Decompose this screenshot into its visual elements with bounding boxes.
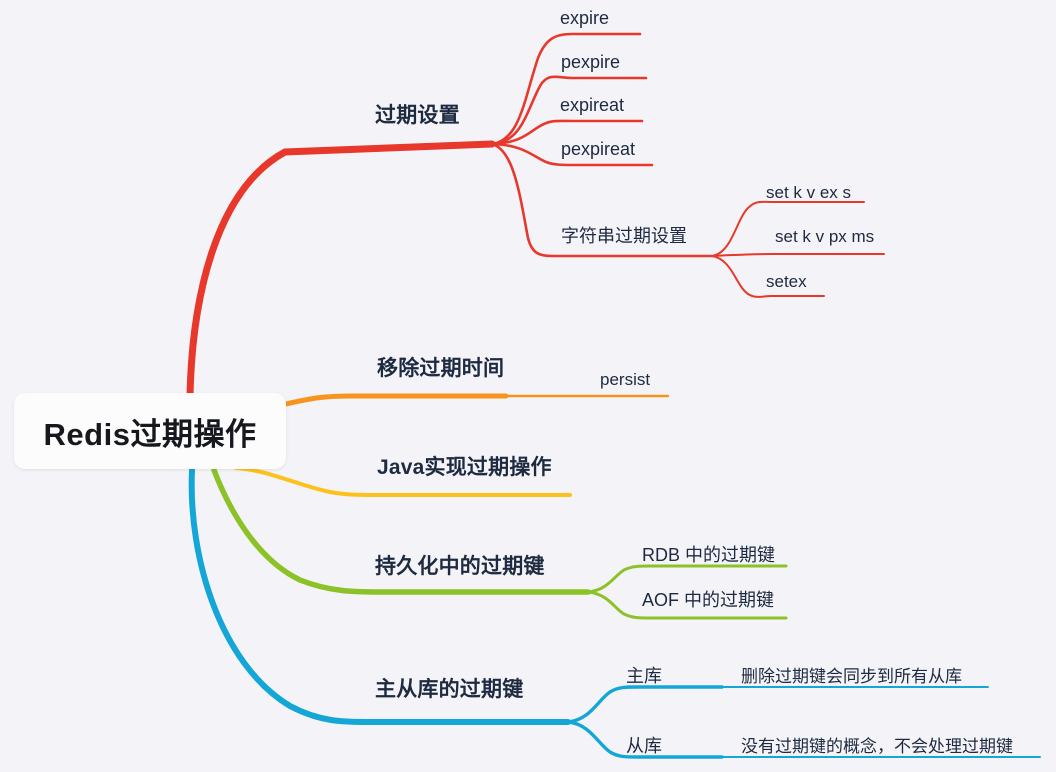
- edge-master: [566, 685, 724, 724]
- root-node-label: Redis过期操作: [43, 416, 257, 452]
- edge-aof-expired-keys: [586, 590, 788, 620]
- edge-root-to-remove-expire-time: [283, 393, 509, 407]
- node-master[interactable]: 主库: [626, 666, 662, 686]
- node-set-ex-s[interactable]: set k v ex s: [766, 183, 852, 202]
- node-expireat[interactable]: expireat: [560, 95, 625, 115]
- node-remove-expire-time[interactable]: 移除过期时间: [377, 357, 505, 380]
- node-master-slave-expired-keys[interactable]: 主从库的过期键: [375, 678, 524, 701]
- node-setex[interactable]: setex: [766, 272, 807, 291]
- node-pexpireat[interactable]: pexpireat: [561, 139, 636, 159]
- edge-set-px-ms: [711, 253, 885, 257]
- node-expire[interactable]: expire: [560, 8, 610, 28]
- node-aof-expired-keys[interactable]: AOF 中的过期键: [642, 590, 775, 610]
- edge-rdb-expired-keys: [586, 564, 788, 594]
- root-node[interactable]: Redis过期操作: [14, 393, 286, 469]
- edge-setex: [711, 255, 825, 298]
- edge-root-to-persistence-expired-keys: [211, 467, 591, 595]
- node-rdb-expired-keys[interactable]: RDB 中的过期键: [642, 545, 776, 565]
- edge-root-to-expire-settings: [186, 140, 496, 400]
- edge-expireat: [490, 119, 644, 146]
- edge-root-to-master-slave-expired-keys: [188, 467, 571, 725]
- node-persistence-expired-keys[interactable]: 持久化中的过期键: [375, 555, 545, 578]
- edge-root-to-java-expire-ops: [234, 466, 572, 497]
- node-slave[interactable]: 从库: [626, 736, 662, 756]
- edge-pexpire: [490, 75, 648, 146]
- edge-slave: [566, 720, 724, 759]
- node-java-expire-ops[interactable]: Java实现过期操作: [377, 456, 552, 479]
- node-pexpire[interactable]: pexpire: [561, 52, 621, 72]
- node-persist[interactable]: persist: [600, 370, 651, 389]
- edge-expire: [490, 32, 642, 146]
- edge-set-ex-s: [711, 200, 865, 257]
- node-expire-settings[interactable]: 过期设置: [375, 104, 460, 127]
- node-master-detail[interactable]: 删除过期键会同步到所有从库: [741, 667, 962, 686]
- node-set-px-ms[interactable]: set k v px ms: [775, 227, 875, 246]
- edge-string-expire-settings: [490, 142, 714, 258]
- edge-pexpireat: [490, 142, 654, 167]
- node-slave-detail[interactable]: 没有过期键的概念，不会处理过期键: [741, 737, 1013, 756]
- node-string-expire-settings[interactable]: 字符串过期设置: [561, 226, 687, 246]
